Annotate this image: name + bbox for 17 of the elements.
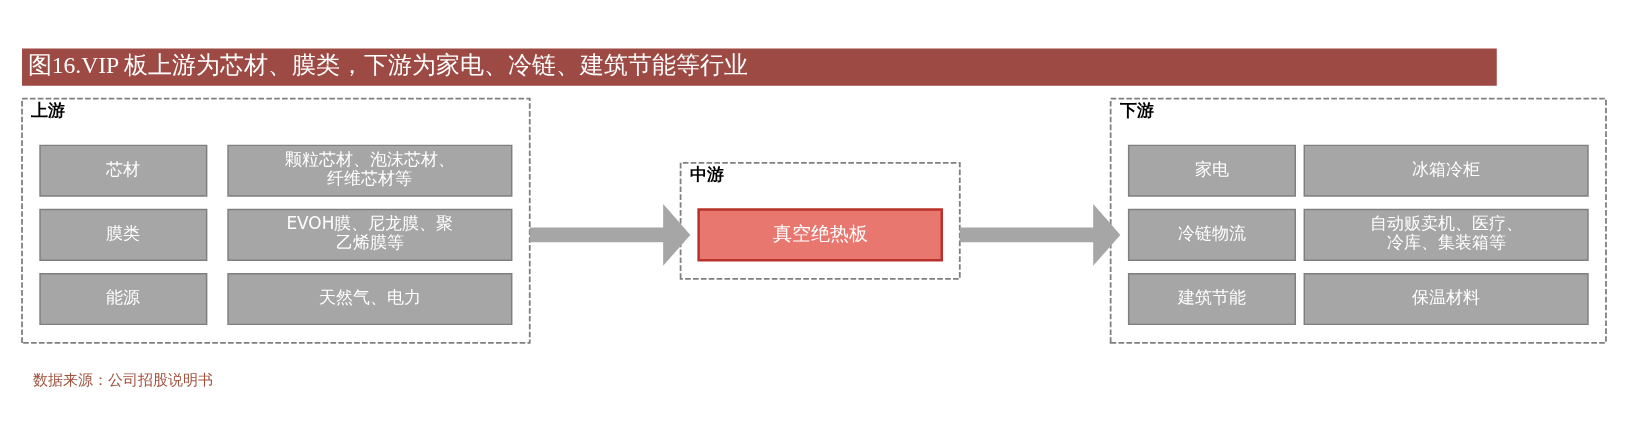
node-box: 保温材料 (1303, 273, 1589, 326)
node-box: 芯材 (39, 144, 208, 197)
node-box: 膜类 (39, 208, 208, 261)
diagram-title: 图16.VIP 板上游为芯材、膜类，下游为家电、冷链、建筑节能等行业 (27, 52, 749, 79)
caption: 数据来源：公司招股说明书 (33, 371, 214, 389)
node-box: 自动贩卖机、医疗、冷库、集装箱等 (1303, 208, 1589, 261)
node-box: 家电 (1127, 144, 1296, 197)
node-box: 真空绝热板 (697, 208, 943, 262)
arrow (959, 203, 1121, 266)
node-box: EVOH膜、尼龙膜、聚乙烯膜等 (227, 208, 513, 261)
node-box: 颗粒芯材、泡沫芯材、纤维芯材等 (227, 144, 513, 197)
arrow (529, 203, 691, 266)
node-box: 冷链物流 (1127, 208, 1296, 261)
node-box: 能源 (39, 273, 208, 326)
node-box: 天然气、电力 (227, 273, 513, 326)
node-box: 冰箱冷柜 (1303, 144, 1589, 197)
node-box: 建筑节能 (1127, 273, 1296, 326)
